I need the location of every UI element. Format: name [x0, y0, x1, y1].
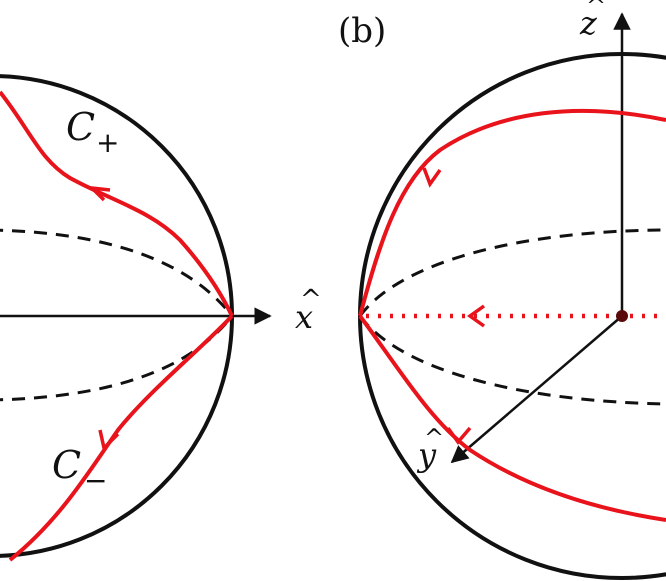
y-axis-line	[450, 315, 623, 464]
svg-text:C: C	[66, 105, 95, 149]
sphere-a-equator-back	[0, 228, 234, 317]
curve-b-upper	[358, 108, 666, 317]
label-c-minus: C −	[52, 443, 107, 497]
dotted-path-arrow	[466, 304, 486, 328]
svg-text:y: y	[416, 436, 437, 474]
sphere-a-equator-front	[0, 315, 234, 402]
svg-text:−: −	[84, 464, 107, 497]
svg-text:^: ^	[424, 424, 444, 452]
label-z-axis: ^ z	[579, 0, 606, 42]
svg-text:x: x	[295, 298, 313, 336]
curve-b-lower	[358, 314, 666, 522]
curve-b-upper-arrow	[422, 167, 442, 188]
svg-text:z: z	[579, 4, 598, 42]
origin-dot	[616, 310, 628, 322]
svg-text:+: +	[96, 126, 119, 159]
panel-b-label: (b)	[338, 11, 386, 51]
sphere-b-equator-back	[358, 228, 666, 317]
sphere-b-equator-front	[358, 315, 666, 406]
label-y-axis: ^ y	[416, 424, 444, 474]
svg-text:^: ^	[586, 0, 606, 20]
curve-b-lower-arrow	[446, 426, 472, 445]
panel-b: (b) ^ z ^ y	[338, 0, 666, 580]
label-x-axis: ^ x	[295, 285, 322, 336]
curve-c-plus-arrow	[87, 185, 111, 202]
curve-c-plus	[0, 90, 234, 317]
svg-text:^: ^	[300, 285, 322, 315]
svg-text:C: C	[52, 443, 81, 487]
curve-c-minus-arrow	[98, 429, 120, 452]
label-c-plus: C +	[66, 105, 119, 159]
panel-a: C + C − ^ x	[0, 74, 322, 562]
curve-c-minus	[8, 314, 234, 562]
